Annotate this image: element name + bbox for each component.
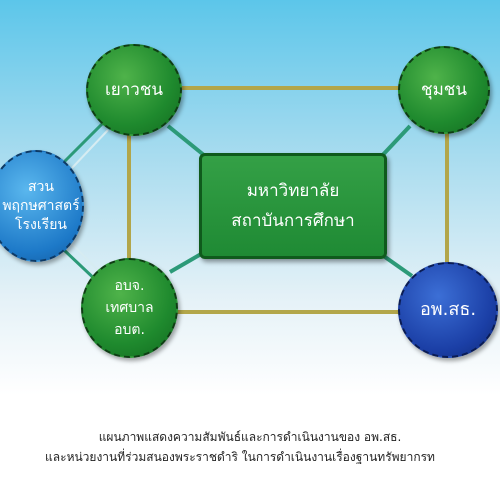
node-youth-label: เยาวชน (104, 80, 164, 100)
connector-school-youth (62, 122, 104, 164)
connector-lines (62, 86, 449, 314)
node-center-line-2: สถาบันการศึกษา (231, 211, 355, 231)
node-school-line-1: สวนพฤกษศาสตร์ (2, 178, 80, 214)
caption-line-2: และหน่วยงานที่ร่วมสนองพระราชดำริ ในการดำ… (45, 450, 435, 464)
node-youth: เยาวชน (86, 44, 182, 136)
node-local-line-3: อบต. (114, 322, 145, 338)
node-school-garden: สวนพฤกษศาสตร์ โรงเรียน (0, 150, 84, 262)
node-school-line-2: โรงเรียน (15, 216, 67, 233)
diagram-caption: แผนภาพแสดงความสัมพันธ์และการดำเนินงานของ… (0, 427, 500, 467)
caption-line-1: แผนภาพแสดงความสัมพันธ์และการดำเนินงานของ… (98, 430, 402, 444)
node-local-line-2: เทศบาล (105, 300, 154, 316)
node-aphsot-label: อพ.สธ. (419, 299, 477, 320)
node-community-label: ชุมชน (421, 80, 467, 100)
connector-school-youth-inner (71, 129, 109, 169)
node-university-center: มหาวิทยาลัย สถาบันการศึกษา (199, 153, 387, 259)
node-center-line-1: มหาวิทยาลัย (246, 181, 340, 201)
node-aphsot: อพ.สธ. (398, 262, 498, 358)
node-local-government: อบจ. เทศบาล อบต. (81, 258, 178, 358)
relationship-diagram: เยาวชน ชุมชน สวนพฤกษศาสตร์ โรงเรียน อบจ.… (0, 0, 500, 395)
node-local-line-1: อบจ. (114, 278, 145, 294)
node-community: ชุมชน (398, 46, 490, 134)
